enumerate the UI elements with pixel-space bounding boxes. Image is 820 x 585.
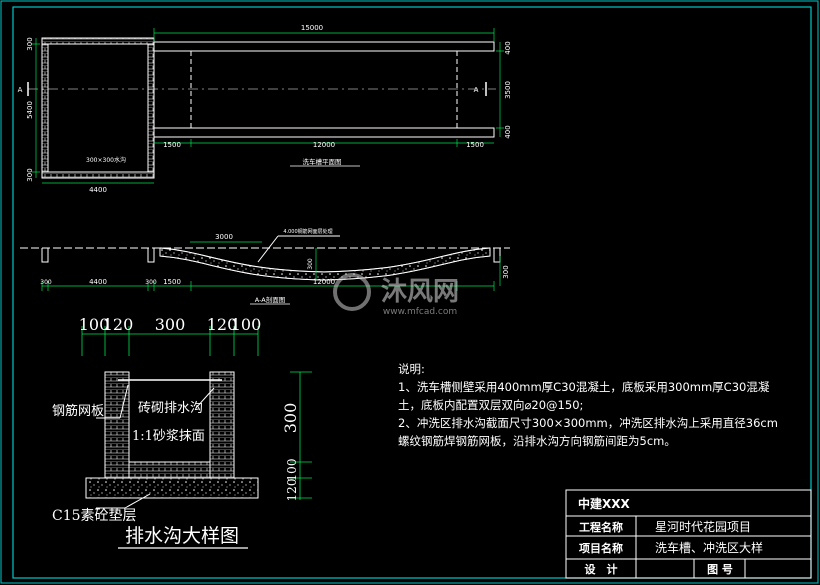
detail-title: 排水沟大样图: [125, 525, 239, 547]
detail-dim-top-1: 120: [103, 315, 134, 334]
plan-view: [27, 37, 496, 179]
plan-title: 洗车槽平面图: [303, 157, 342, 166]
title-block-frame: [565, 489, 812, 579]
plan-dim-right-top: 400: [504, 41, 512, 54]
plan-dim-bottom-1500-right: 1500: [466, 141, 484, 149]
section-labels: 3000 4.000钢筋网面层处理 300 4400 300 1500 1200…: [40, 228, 510, 304]
plan-trough-wall-top: [153, 41, 495, 52]
section-leader: [257, 235, 279, 263]
tb-drawing-no-label: 图 号: [707, 563, 733, 576]
section-dim-300-mid: 300: [145, 279, 157, 286]
plan-pit-wall-right: [147, 37, 155, 179]
section-dim-1500: 1500: [163, 278, 181, 286]
plan-section-letter-right: A: [474, 86, 479, 94]
detail-channel-bottom: [128, 461, 211, 479]
detail-label-brick: 砖砌排水沟: [138, 401, 203, 416]
plan-pit-label: 300×300水沟: [86, 156, 126, 164]
plan-dim-bottom-4400: 4400: [89, 186, 107, 194]
watermark: 沐风网 www.mfcad.com: [333, 273, 459, 317]
detail-view: [85, 371, 259, 549]
section-dim-300-right: 300: [502, 265, 510, 278]
notes-heading: 说明:: [398, 362, 425, 376]
watermark-brand: 沐风网: [381, 277, 459, 307]
tb-item-label: 项目名称: [579, 541, 623, 555]
detail-wall-right: [209, 371, 235, 479]
plan-dim-bottom-12000: 12000: [313, 141, 335, 149]
plan-dim-left-mid: 5400: [26, 101, 34, 119]
detail-dim-side-2: 120: [285, 479, 299, 502]
detail-dim-top-3: 120: [207, 315, 238, 334]
section-trough-fill: [159, 247, 491, 281]
tb-project-label: 工程名称: [579, 520, 623, 534]
tb-project-value: 星河时代花园项目: [655, 519, 751, 534]
detail-dim-top-2: 300: [155, 315, 186, 334]
notes-block: 说明: 1、洗车槽侧壁采用400mm厚C30混凝土，底板采用300mm厚C30混…: [398, 360, 778, 450]
plan-labels: 15000 400 3500 400 300 5400 300 4400 150…: [18, 24, 512, 194]
plan-pit-wall-bottom: [41, 171, 155, 179]
watermark-logo-icon: [333, 273, 371, 311]
plan-dim-left-bot: 300: [26, 168, 34, 181]
detail-label-mortar: 1:1砂浆抹面: [132, 429, 205, 444]
sheet-inner-border: [12, 6, 812, 579]
title-block: [565, 489, 812, 579]
plan-dim-15000: 15000: [301, 24, 323, 32]
detail-label-mesh: 钢筋网板: [52, 403, 104, 419]
detail-dim-top-4: 100: [231, 315, 262, 334]
section-dim-4400: 4400: [89, 278, 107, 286]
section-leader-note: 4.000钢筋网面层处理: [283, 228, 332, 235]
section-title: A-A剖面图: [255, 295, 285, 304]
detail-dim-side-1: 100: [285, 459, 299, 482]
plan-dim-right-bot: 400: [504, 125, 512, 138]
section-pit-mid: [147, 248, 155, 263]
detail-dim-top-0: 100: [79, 315, 110, 334]
plan-dim-left-top: 300: [26, 37, 34, 50]
watermark-url: www.mfcad.com: [383, 307, 457, 317]
section-pit-left: [41, 248, 49, 263]
detail-dim-side-0: 300: [281, 403, 300, 434]
plan-pit-wall-left: [41, 37, 49, 179]
notes-line-1: 1、洗车槽侧壁采用400mm厚C30混凝土，底板采用300mm厚C30混凝土，底…: [398, 380, 770, 412]
plan-dim-bottom-1500-left: 1500: [163, 141, 181, 149]
section-dim-depth: 300: [307, 258, 314, 270]
plan-pit-wall-top: [41, 37, 155, 45]
detail-label-c15: C15素砼垫层: [52, 508, 137, 524]
notes-line-2: 2、冲洗区排水沟截面尺寸300×300mm，冲洗区排水沟上采用直径36cm螺纹钢…: [398, 416, 778, 448]
tb-item-value: 洗车槽、冲洗区大样: [655, 540, 763, 555]
section-pit-right: [493, 248, 501, 263]
detail-labels: 100 120 300 120 100 300 100 120 钢筋网板 砖砌排…: [52, 315, 300, 547]
section-dimensions: [41, 241, 501, 305]
plan-dimensions: [32, 28, 504, 184]
section-dim-300-left: 300: [40, 279, 52, 286]
plan-section-letter-left: A: [18, 86, 23, 94]
plan-dim-right-mid: 3500: [504, 81, 512, 99]
detail-wall-left: [104, 371, 130, 479]
section-dim-3000: 3000: [215, 233, 233, 241]
title-block-text: 中建XXX 工程名称 星河时代花园项目 项目名称 洗车槽、冲洗区大样 设 计 图…: [578, 496, 763, 576]
detail-dimensions: [81, 326, 312, 500]
tb-company: 中建XXX: [578, 496, 631, 511]
detail-leader-brick: [195, 387, 215, 409]
plan-trough-wall-bottom: [153, 127, 495, 138]
section-view: [20, 235, 510, 281]
tb-design-label: 设 计: [585, 562, 618, 576]
section-dim-12000: 12000: [313, 278, 335, 286]
detail-c15-base: [85, 477, 259, 499]
